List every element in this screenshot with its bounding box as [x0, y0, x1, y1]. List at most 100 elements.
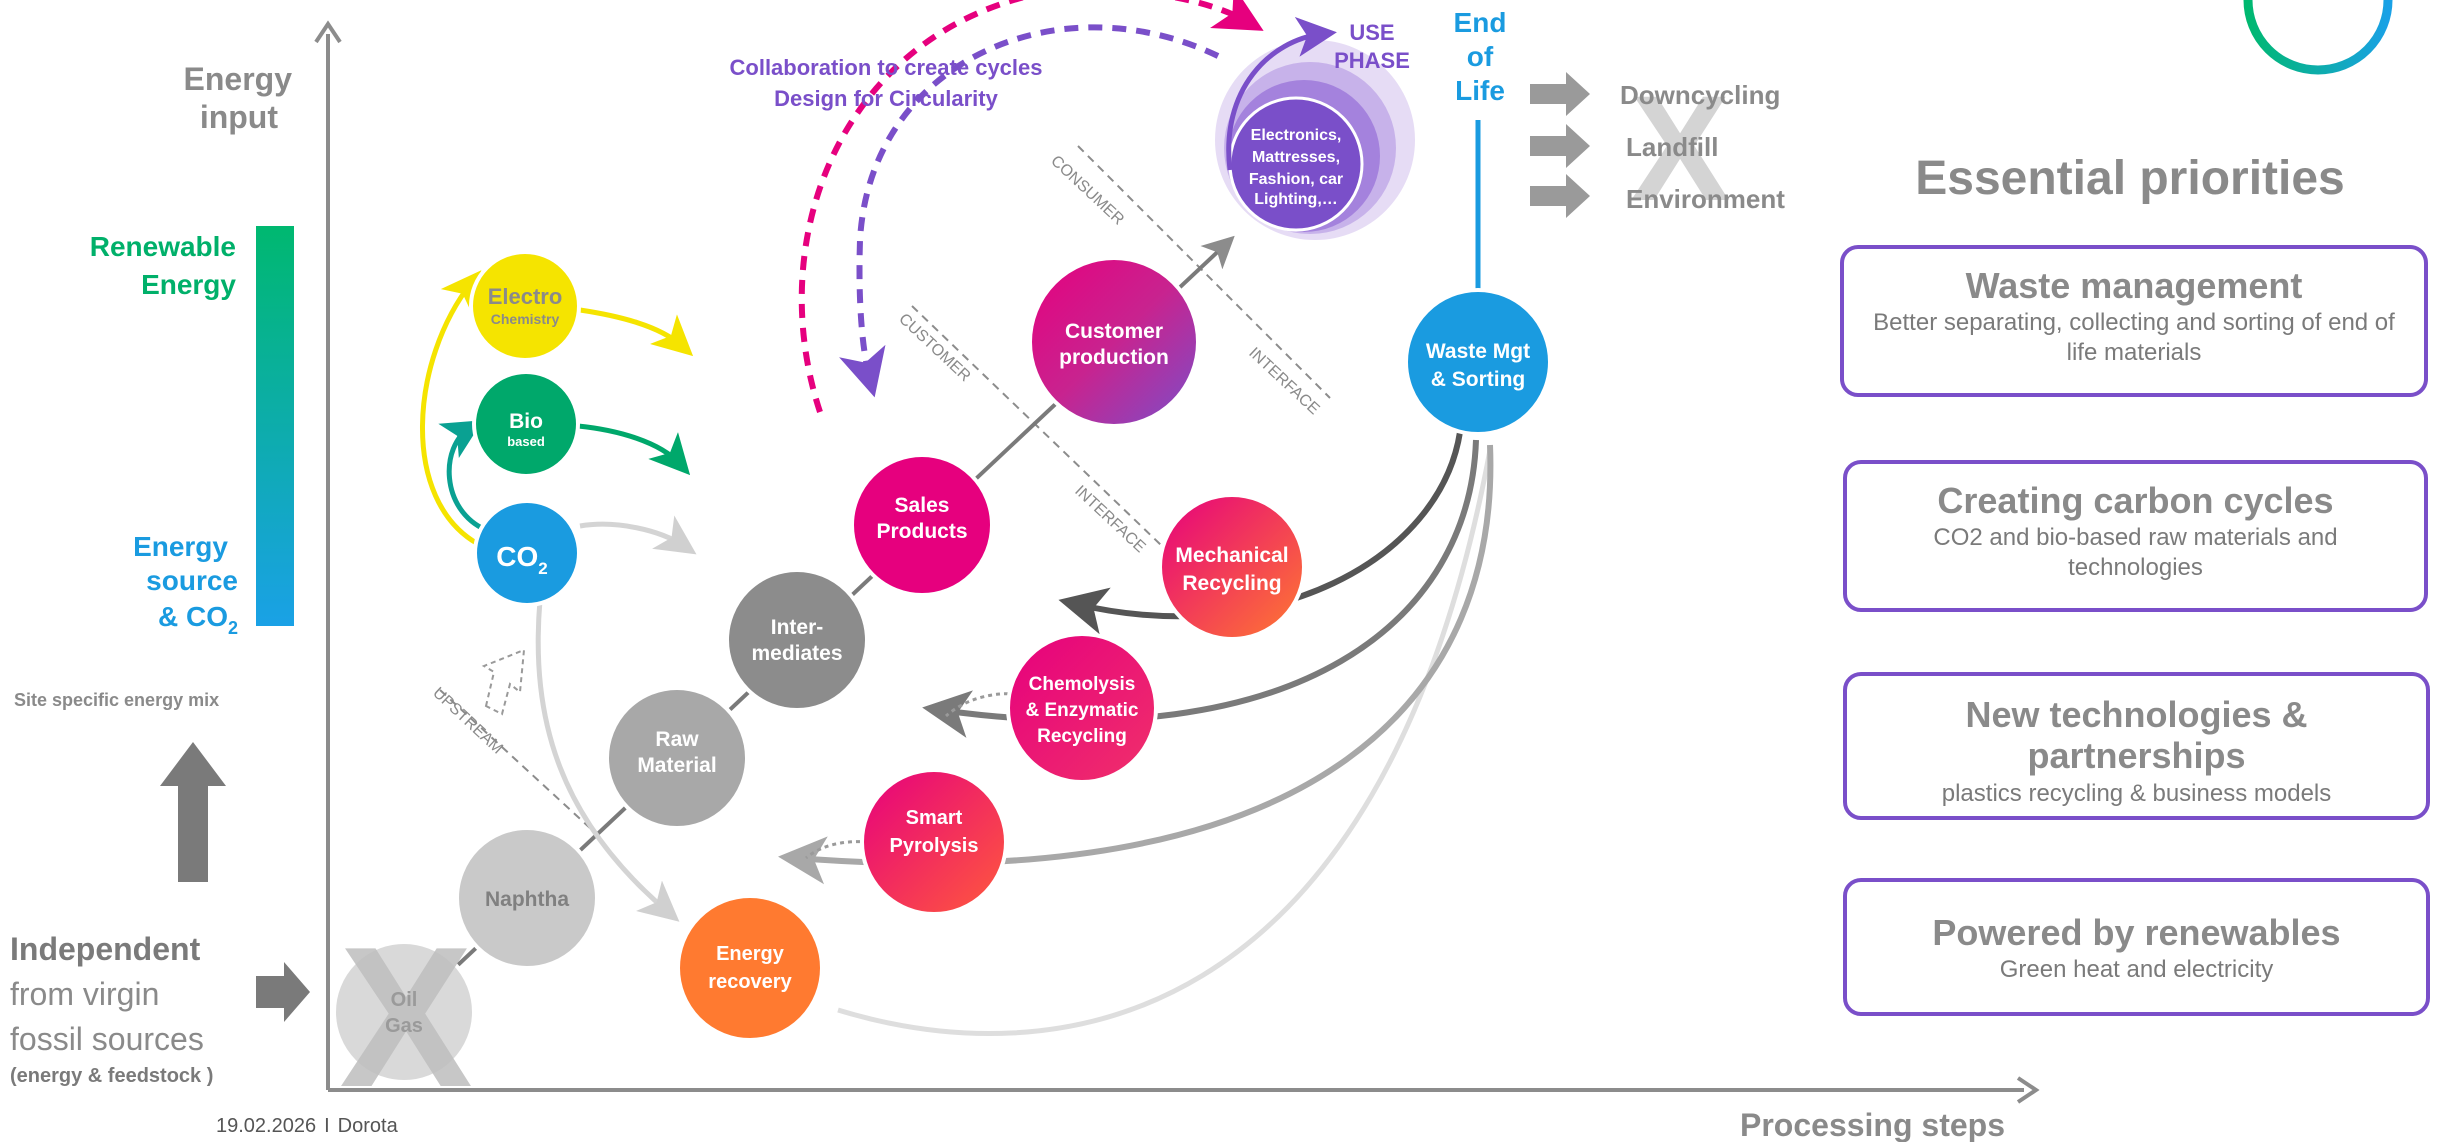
co2-return-curve — [535, 599, 680, 922]
priority-card-waste: Waste management Better separating, coll… — [1840, 245, 2428, 397]
interface-label-a: INTERFACE — [1071, 482, 1148, 556]
energy-recovery-line2: recovery — [708, 971, 792, 993]
site-energy-mix-label: Site specific energy mix — [14, 690, 219, 710]
priority-card-renewables: Powered by renewables Green heat and ele… — [1843, 878, 2430, 1016]
oil-gas-node — [332, 940, 476, 1084]
bio-out-arrow — [577, 423, 691, 476]
co2-label: CO2 — [496, 541, 547, 578]
energy-recovery-node — [676, 894, 824, 1042]
upstream-interface-line — [439, 689, 591, 829]
energy-source-line2: source — [146, 565, 238, 596]
energy-source-line3: & CO2 — [158, 601, 238, 638]
eol-line2: of — [1467, 41, 1494, 72]
right-arrow-icon — [256, 962, 310, 1022]
electro-chemistry-line2: Chemistry — [491, 311, 560, 327]
consumer-interface-line — [1077, 145, 1331, 399]
smart-pyrolysis-line1: Smart — [906, 807, 963, 829]
mechanical-recycling-node — [1158, 493, 1306, 641]
renewable-label-line1: Renewable — [90, 231, 236, 262]
chemolysis-line3: Recycling — [1037, 726, 1127, 747]
collab-arc-inner — [839, 24, 1220, 398]
bio-based-node — [472, 370, 580, 478]
co2-to-electro-arrow — [420, 270, 482, 547]
oil-gas-cross-icon: X — [339, 906, 472, 1129]
priority-card-technologies: New technologies & partnerships plastics… — [1843, 672, 2430, 820]
oil-gas-line2: Gas — [385, 1015, 423, 1037]
y-axis-label-line2: input — [200, 99, 279, 135]
use-phase-title-line1: USE — [1349, 20, 1394, 45]
electro-out-arrow — [579, 307, 694, 357]
raw-material-node — [605, 686, 749, 830]
customer-production-line2: production — [1059, 346, 1169, 369]
smart-pyrolysis-node — [860, 768, 1008, 916]
x-axis-label: Processing steps — [1740, 1107, 2005, 1142]
priority-card-sub: Green heat and electricity — [1999, 956, 2274, 984]
waste-mgt-line1: Waste Mgt — [1426, 340, 1530, 363]
energy-recovery-line1: Energy — [716, 943, 785, 965]
independent-line3: fossil sources — [10, 1021, 204, 1057]
intermediates-line2: mediates — [751, 642, 842, 665]
up-arrow-icon — [160, 742, 226, 882]
priority-card-title: Powered by renewables — [1932, 912, 2341, 953]
independent-line4: (energy & feedstock ) — [10, 1065, 213, 1087]
independent-line1: Independent — [10, 931, 201, 967]
bio-based-line2: based — [507, 434, 545, 449]
eol-line1: End — [1454, 7, 1507, 38]
outcomes-cross-icon: X — [1630, 64, 1730, 232]
eol-line3: Life — [1455, 75, 1505, 106]
return-arrow-mechanical — [1058, 431, 1463, 635]
arrow-environment-icon — [1530, 174, 1590, 218]
chemolysis-node — [1006, 632, 1158, 784]
use-phase-line3: Fashion, car — [1249, 171, 1343, 188]
smart-pyrolysis-line2: Pyrolysis — [890, 835, 979, 857]
raw-material-line2: Material — [637, 754, 716, 777]
use-phase-line4: Lighting,… — [1254, 191, 1338, 208]
return-arrow-pyrolysis — [778, 444, 1494, 885]
waste-mgt-node — [1404, 288, 1552, 436]
sales-products-line2: Products — [876, 520, 967, 543]
collab-text-line2: Design for Circularity — [774, 86, 998, 111]
use-phase-title-line2: PHASE — [1334, 48, 1410, 73]
intermediates-node — [725, 568, 869, 712]
co2-out-arrow — [579, 515, 697, 555]
arrow-landfill-icon — [1530, 124, 1590, 168]
consumer-label: CONSUMER — [1047, 152, 1127, 228]
dotted-arrow-pyrolysis — [805, 840, 869, 860]
bio-based-line1: Bio — [509, 410, 543, 433]
co2-to-bio-arrow — [438, 420, 488, 533]
mechanical-recycling-line2: Recycling — [1182, 572, 1281, 595]
naphtha-node — [455, 826, 599, 970]
raw-material-line1: Raw — [655, 728, 699, 751]
mechanical-recycling-line1: Mechanical — [1175, 544, 1288, 567]
interface-label-b: INTERFACE — [1245, 344, 1322, 418]
arrow-downcycling-icon — [1530, 72, 1590, 116]
priority-card-sub: Better separating, collecting and sortin… — [1873, 309, 2395, 367]
customer-interface-line — [911, 305, 1163, 547]
customer-production-node — [1028, 256, 1200, 428]
logo-ring-icon — [2243, 0, 2393, 75]
y-axis-label-line1: Energy — [184, 61, 293, 97]
collab-text-line1: Collaboration to create cycles — [730, 55, 1043, 80]
energy-gradient-bar — [256, 226, 294, 626]
sales-products-line1: Sales — [895, 494, 950, 517]
x-axis — [328, 1076, 2040, 1104]
naphtha-label: Naphtha — [485, 888, 569, 911]
use-phase-line2: Mattresses, — [1252, 149, 1340, 166]
co2-node — [473, 499, 581, 607]
upstream-label: UPSTREAM — [429, 684, 506, 757]
energy-source-line1: Energy — [133, 531, 228, 562]
priority-card-title: Waste management — [1965, 265, 2303, 306]
priority-card-sub: CO2 and bio-based raw materials and tech… — [1933, 524, 2338, 582]
electro-chemistry-line1: Electro — [488, 284, 563, 309]
sales-products-node — [850, 453, 994, 597]
priority-card-carbon: Creating carbon cycles CO2 and bio-based… — [1843, 460, 2428, 612]
independent-line2: from virgin — [10, 976, 159, 1012]
collab-arc-outer — [798, 0, 1264, 413]
waste-mgt-line2: & Sorting — [1431, 368, 1526, 391]
outcome-downcycling: Downcycling — [1620, 80, 1780, 110]
outcome-environment: Environment — [1626, 184, 1785, 214]
priority-card-title: New technologies & partnerships — [1965, 694, 2308, 777]
y-axis — [314, 20, 342, 1090]
priority-card-title: Creating carbon cycles — [1937, 480, 2334, 521]
priority-card-sub: plastics recycling & business models — [1941, 779, 2332, 807]
